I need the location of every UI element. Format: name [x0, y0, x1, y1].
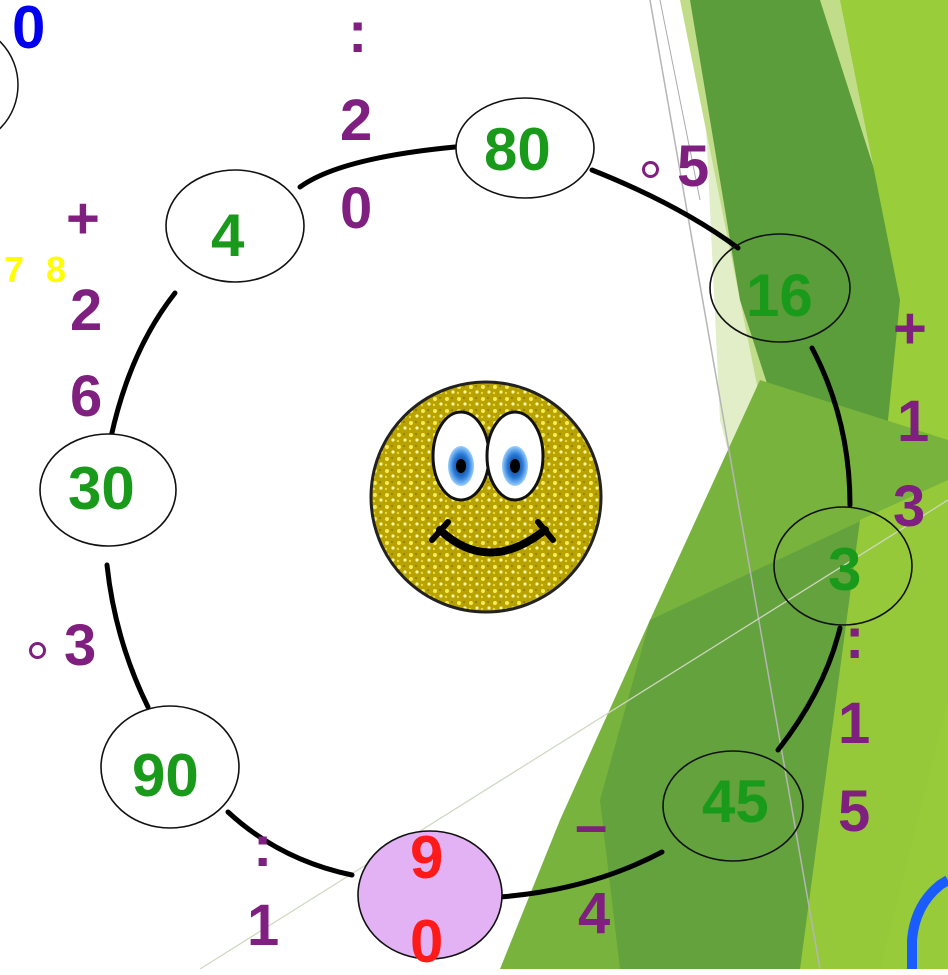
op-mul3-digit1: 3: [64, 617, 96, 675]
connector-30-4: [111, 293, 175, 437]
op-div1-symbol: :: [253, 818, 272, 876]
op-plus26-digit2: 6: [70, 368, 102, 426]
op-div20-symbol: :: [348, 4, 367, 62]
connector-4-80: [300, 147, 455, 187]
node-value-4: 4: [211, 206, 244, 266]
op-div15-symbol: :: [845, 610, 864, 668]
op-plus13-symbol: +: [893, 300, 927, 358]
op-plus13-digit1: 1: [897, 393, 929, 451]
smiley-face-icon: [371, 382, 601, 612]
node-value-final-line2: 0: [410, 912, 443, 972]
connector-90bottom-90: [228, 812, 352, 875]
node-value-30: 30: [68, 459, 135, 519]
op-mul5-symbol: [642, 161, 659, 178]
node-value-final-line1: 9: [410, 828, 443, 888]
op-div20-digit2: 0: [340, 180, 372, 238]
op-plus13-digit2: 3: [893, 478, 925, 536]
yellow-marks: 7 8: [4, 252, 72, 288]
node-value-3: 3: [828, 540, 861, 600]
op-plus26-digit1: 2: [70, 282, 102, 340]
node-value-80: 80: [484, 120, 551, 180]
op-mul5-digit1: 5: [677, 138, 709, 196]
op-div1-digit1: 1: [247, 897, 279, 955]
connector-90-30: [107, 565, 148, 707]
corner-number: 0: [12, 0, 45, 58]
op-minus4-digit1: 4: [578, 885, 610, 943]
op-plus26-symbol: +: [66, 190, 100, 248]
node-value-16: 16: [746, 266, 813, 326]
op-div15-digit1: 1: [838, 695, 870, 753]
op-mul3-symbol: [29, 642, 46, 659]
node-value-45: 45: [702, 772, 769, 832]
op-minus4-symbol: –: [575, 797, 607, 855]
op-div15-digit2: 5: [838, 783, 870, 841]
op-div20-digit1: 2: [340, 92, 372, 150]
node-value-90: 90: [132, 746, 199, 806]
